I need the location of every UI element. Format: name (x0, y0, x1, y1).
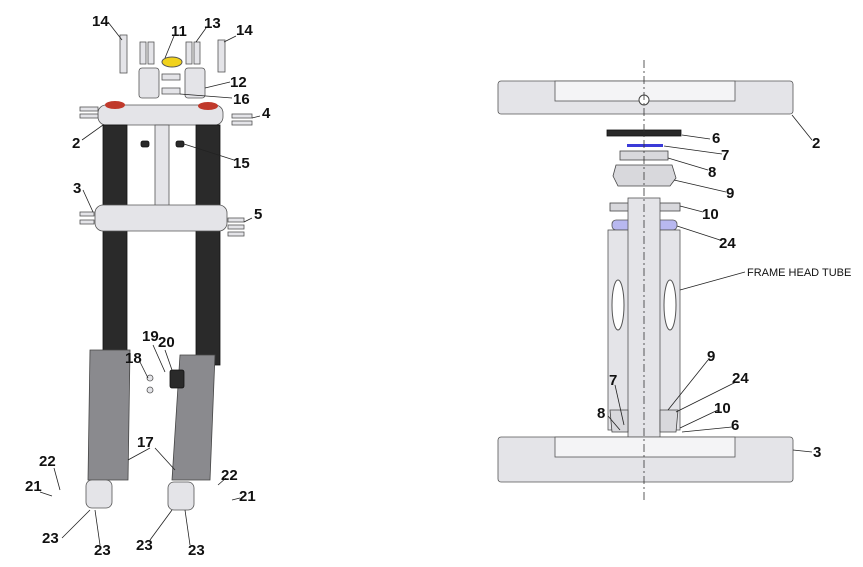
bolt-5c (227, 231, 245, 237)
fork-cap-right (198, 102, 218, 110)
bottom-clamp-recess (554, 436, 736, 458)
bearing-9 (612, 164, 677, 187)
steering-stem (154, 124, 170, 211)
callout-23: 23 (42, 530, 59, 547)
clamp-11 (161, 56, 183, 68)
callout-10: 10 (714, 400, 731, 417)
callout-8: 8 (708, 164, 716, 181)
callout-2: 2 (812, 135, 820, 152)
callout-21: 21 (239, 488, 256, 505)
bolt-left-a (79, 106, 99, 112)
clamp-block-12 (184, 67, 206, 99)
callout-9: 9 (726, 185, 734, 202)
callout-3: 3 (73, 180, 81, 197)
right-leaders (607, 114, 813, 453)
callout-22: 22 (39, 453, 56, 470)
fork-lower-left (87, 349, 131, 481)
callout-21: 21 (25, 478, 42, 495)
callout-23: 23 (136, 537, 153, 554)
lower-triple-clamp (94, 204, 228, 232)
callout-11: 11 (171, 23, 187, 40)
washer-18b (146, 386, 154, 394)
callout-8: 8 (597, 405, 605, 422)
bolt-14-left (119, 34, 128, 74)
oring-7 (627, 144, 663, 147)
nut-15a (140, 140, 150, 148)
clamp-block-left (138, 67, 160, 99)
callout-9: 9 (707, 348, 715, 365)
callout-13: 13 (204, 15, 221, 32)
callout-20: 20 (158, 334, 175, 351)
callout-3: 3 (813, 444, 821, 461)
nut-15 (175, 140, 185, 148)
bolt-4b (231, 120, 253, 126)
callout-6: 6 (712, 130, 720, 147)
axle-clamp-left (85, 479, 113, 509)
callout-23: 23 (188, 542, 205, 559)
callout-15: 15 (233, 155, 250, 172)
frame-head-tube-label: FRAME HEAD TUBE (747, 267, 851, 279)
head-tube-cutout-right (663, 279, 677, 331)
bolt-13 (185, 41, 193, 65)
bolt-4a (231, 113, 253, 119)
right-callout-labels: 2 6 7 8 9 10 24 9 24 7 10 8 6 3 FRAME HE… (597, 130, 851, 461)
callout-16: 16 (233, 91, 250, 108)
lower-bearing-right (659, 409, 679, 433)
bolt-pair-left-2 (147, 41, 155, 65)
callout-23: 23 (94, 542, 111, 559)
bolt-5b (227, 224, 245, 230)
washer-18a (146, 374, 154, 382)
callout-17: 17 (137, 434, 154, 451)
fork-tube-left (102, 124, 128, 366)
callout-2: 2 (72, 135, 80, 152)
callout-24: 24 (719, 235, 736, 252)
callout-12: 12 (230, 74, 247, 91)
lower-bearing-left (609, 409, 629, 433)
pin-16b (161, 87, 181, 95)
guard-bracket-20 (169, 369, 185, 389)
exploded-fork-view (79, 34, 253, 511)
head-tube-cutout-left (611, 279, 625, 331)
callout-6: 6 (731, 417, 739, 434)
bolt-5a (227, 217, 245, 223)
fork-cap-left (105, 101, 125, 109)
callout-5: 5 (254, 206, 262, 223)
callout-22: 22 (221, 467, 238, 484)
callout-14: 14 (92, 13, 109, 30)
section-view (497, 60, 794, 500)
callout-19: 19 (142, 328, 159, 345)
axle-clamp-right (167, 481, 195, 511)
bolt-14-right (217, 39, 226, 73)
callout-24: 24 (732, 370, 749, 387)
bolt-left-b (79, 113, 99, 119)
callout-7: 7 (609, 372, 617, 389)
bolt-3b (79, 219, 95, 225)
bolt-pair-left (139, 41, 147, 65)
left-leaders (39, 21, 261, 546)
callout-4: 4 (262, 105, 271, 122)
pin-16a (161, 73, 181, 81)
callout-14: 14 (236, 22, 253, 39)
bolt-13-2 (193, 41, 201, 65)
fork-tube-right (195, 124, 221, 366)
callout-18: 18 (125, 350, 142, 367)
callout-10: 10 (702, 206, 719, 223)
callout-7: 7 (721, 147, 729, 164)
left-callout-labels: 14 11 13 14 12 16 4 2 15 3 5 19 20 18 17… (25, 13, 271, 559)
bolt-3a (79, 211, 95, 217)
